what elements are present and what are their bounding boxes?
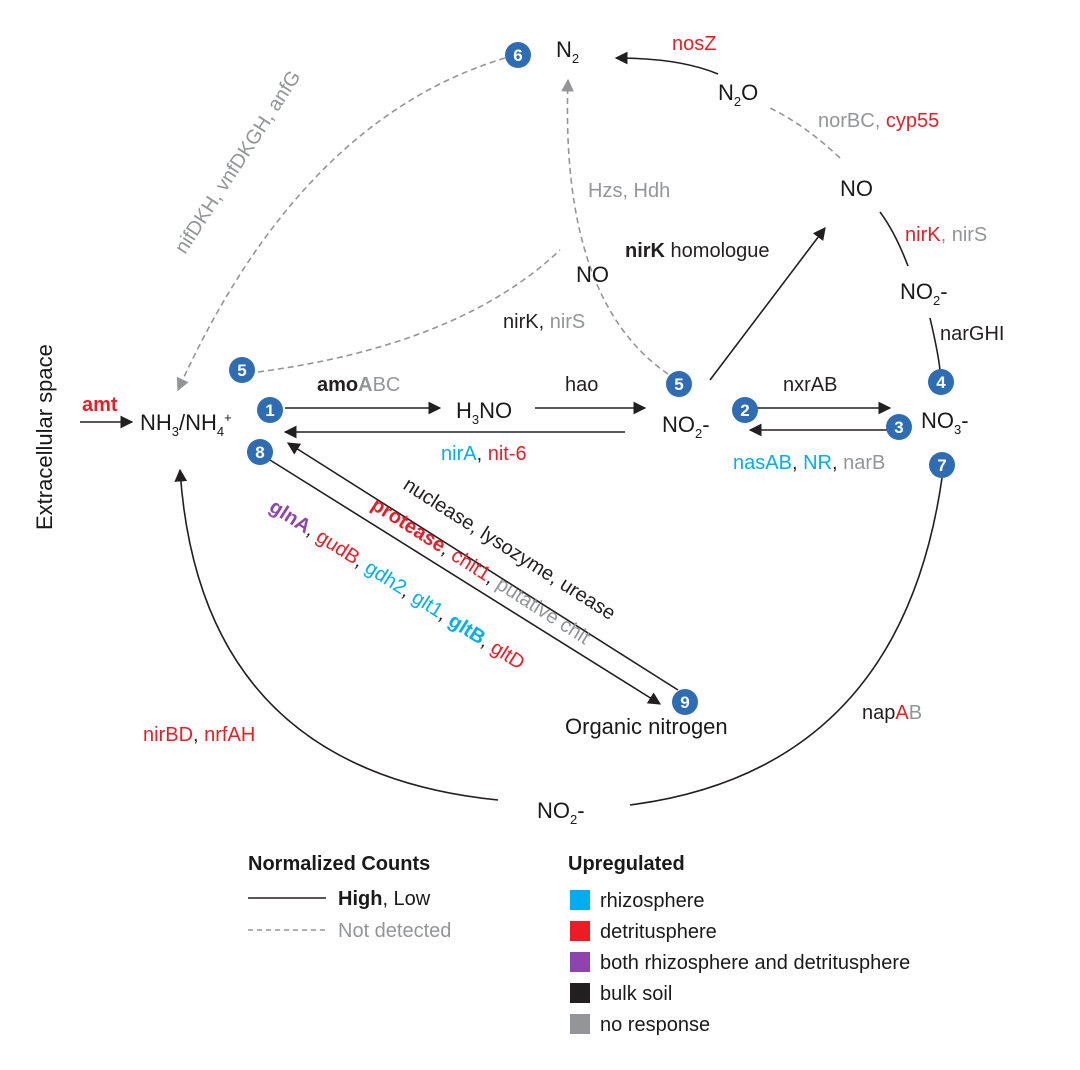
legend-label-1: detritusphere — [600, 921, 717, 943]
badge-7: 7 — [929, 452, 955, 478]
amt-label: amt — [82, 394, 118, 416]
normalized-counts-legend: Normalized Counts High, Low Not detected — [248, 853, 451, 942]
badge-5-center: 5 — [666, 371, 692, 397]
h3no-node: H3NO — [456, 398, 512, 427]
extracellular-space-label: Extracellular space — [32, 344, 57, 530]
nosZ-label: nosZ — [672, 33, 716, 55]
legend-swatch-4 — [570, 1014, 590, 1034]
not-detected-label: Not detected — [338, 920, 451, 942]
svg-text:8: 8 — [255, 443, 264, 462]
legend-swatch-3 — [570, 983, 590, 1003]
napAB-path — [629, 477, 943, 806]
legend-label-4: no response — [600, 1014, 710, 1036]
svg-text:5: 5 — [237, 361, 246, 380]
badge-2: 2 — [732, 397, 758, 423]
no2-right-node: NO2- — [900, 279, 948, 308]
degradation-arrow — [286, 442, 679, 691]
svg-text:2: 2 — [740, 401, 749, 420]
hzs-hdh-label: Hzs, Hdh — [588, 180, 670, 202]
nosZ-arrow — [614, 51, 719, 75]
svg-text:3: 3 — [894, 418, 903, 437]
n2-node: N2 — [556, 37, 579, 66]
nirBD-nrfAH-label: nirBD, nrfAH — [143, 724, 255, 746]
high-low-label: High, Low — [338, 888, 431, 910]
badge-1: 1 — [257, 397, 283, 423]
nirK-homologue-arrow — [709, 226, 826, 381]
upregulated-legend: Upregulated rhizosphere detritusphere both… — [568, 853, 910, 1036]
no-mid-node: NO — [576, 262, 609, 287]
nasAB-NR-narB-label: nasAB, NR, narB — [733, 452, 885, 474]
no3-node: NO3- — [921, 408, 969, 437]
nh3-nh4-node: NH3/NH4+ — [140, 410, 232, 439]
nirK-homologue-label: nirK homologue — [625, 240, 770, 262]
badge-4: 4 — [928, 369, 954, 395]
assimilation-arrow — [269, 459, 662, 705]
narGHI-label: narGHI — [940, 323, 1004, 345]
napAB-label: napAB — [862, 702, 922, 724]
nitrogen-fixation-label: nifDKH, vnfDKGH, anfG — [171, 67, 306, 258]
no-top-node: NO — [840, 176, 873, 201]
badge-6: 6 — [505, 42, 531, 68]
nirK-nirS-right-label: nirK, nirS — [905, 224, 987, 246]
svg-text:5: 5 — [674, 375, 683, 394]
badge-8: 8 — [247, 439, 273, 465]
nirBD-arrow — [174, 468, 499, 801]
legend-swatch-1 — [570, 921, 590, 941]
nirA-nit6-label: nirA, nit-6 — [441, 443, 527, 465]
badge-9: 9 — [672, 689, 698, 715]
legend-label-3: bulk soil — [600, 983, 672, 1005]
norBC-cyp55-label: norBC, cyp55 — [818, 110, 939, 132]
hao-label: hao — [565, 374, 598, 396]
narGHI-path — [929, 317, 941, 371]
n2o-node: N2O — [718, 80, 758, 109]
badge-3: 3 — [886, 414, 912, 440]
svg-text:1: 1 — [265, 401, 274, 420]
legend-swatch-0 — [570, 890, 590, 910]
upregulated-title: Upregulated — [568, 853, 685, 875]
badge5-path — [257, 249, 561, 373]
amoABC-label: amoABC — [317, 374, 400, 396]
nxrAB-label: nxrAB — [783, 374, 837, 396]
organic-nitrogen-node: Organic nitrogen — [565, 714, 728, 739]
nirK-nirS-left-label: nirK, nirS — [503, 311, 585, 333]
fixation-path — [176, 57, 506, 392]
svg-text:6: 6 — [513, 46, 522, 65]
svg-text:4: 4 — [936, 373, 946, 392]
no2-bottom-node: NO2- — [537, 798, 585, 827]
normalized-counts-title: Normalized Counts — [248, 853, 430, 875]
svg-text:7: 7 — [937, 456, 946, 475]
norBC-path — [769, 107, 841, 159]
legend-label-2: both rhizosphere and detritusphere — [600, 952, 910, 974]
svg-text:9: 9 — [680, 693, 689, 712]
legend-swatch-2 — [570, 952, 590, 972]
anammox-path — [561, 78, 669, 375]
nirK-nirS-path — [879, 211, 909, 267]
no2-center-node: NO2- — [662, 412, 710, 441]
badge-5-left: 5 — [229, 357, 255, 383]
legend-label-0: rhizosphere — [600, 890, 705, 912]
